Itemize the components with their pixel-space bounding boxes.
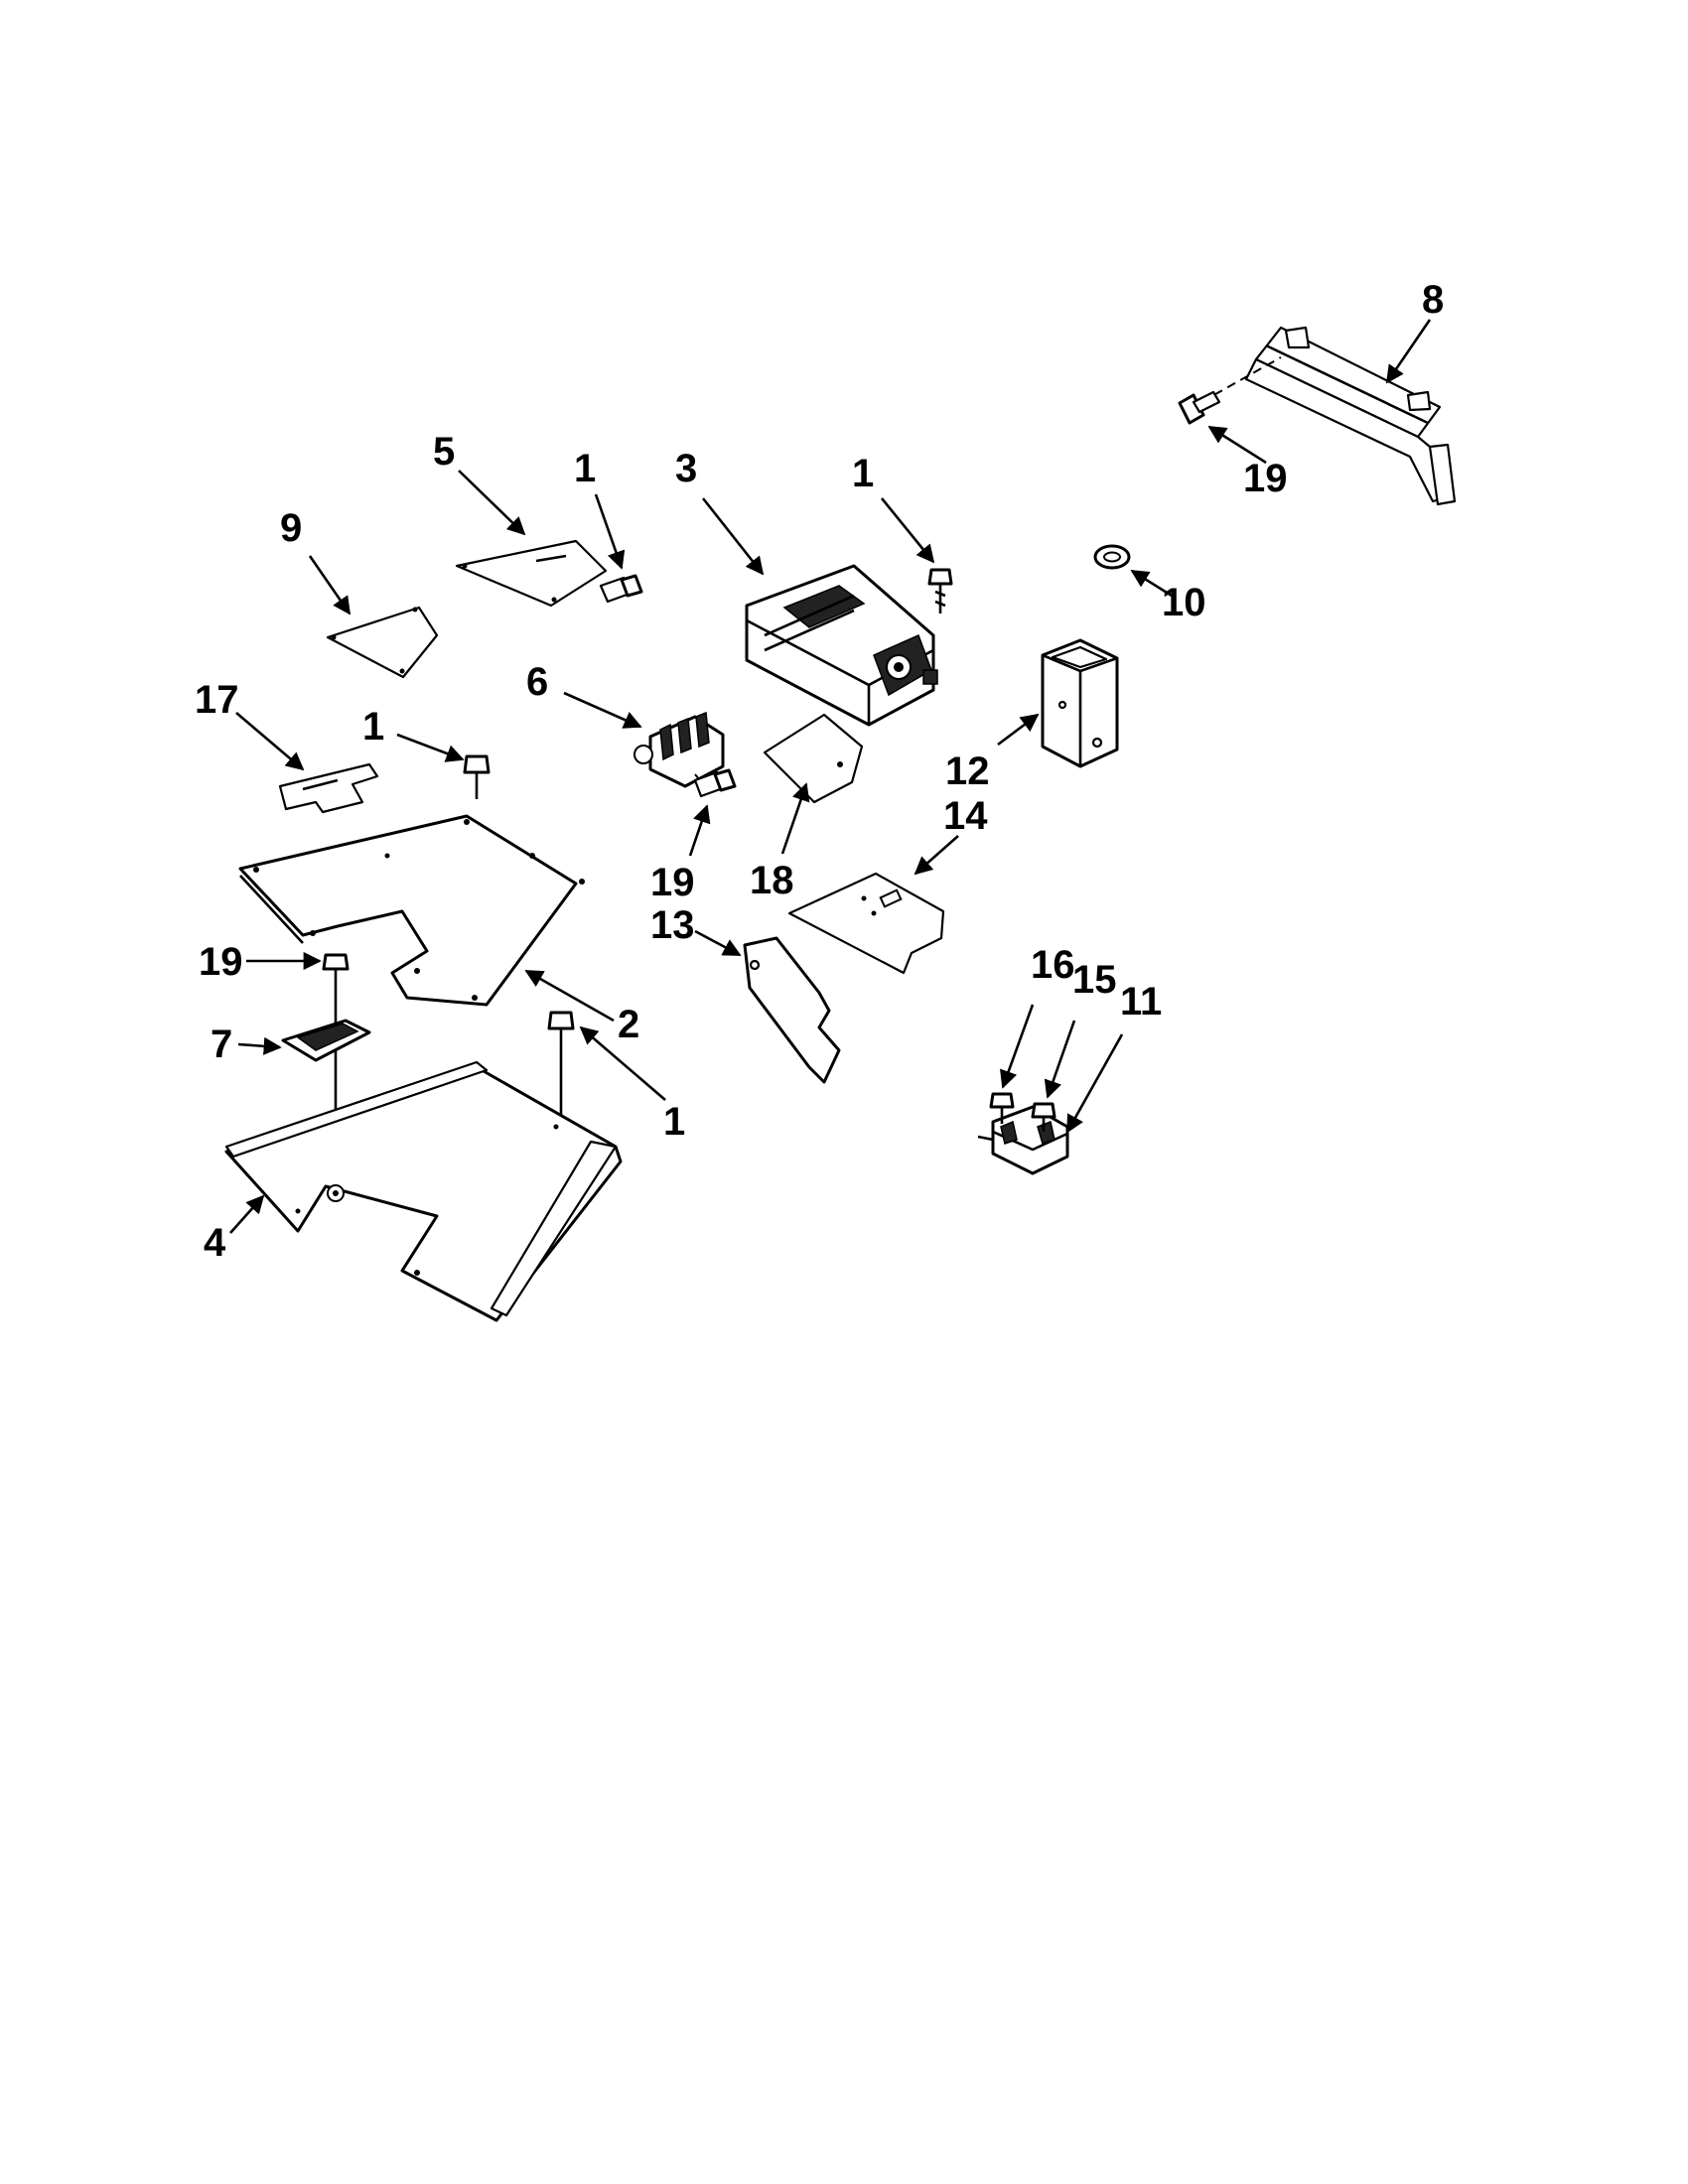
part-1-screw-top-center: [927, 568, 953, 614]
arrow-19-center: [688, 804, 711, 857]
arrow-9: [308, 555, 352, 615]
arrow-19-top-right: [1207, 425, 1267, 465]
callout-19-top-right: 19: [1243, 457, 1288, 500]
part-19-screw-top-right: [1178, 390, 1221, 425]
callout-6: 6: [526, 660, 548, 704]
arrow-3: [701, 497, 765, 576]
arrow-1-left: [396, 733, 465, 762]
arrow-10: [1130, 569, 1173, 598]
part-11-terminal-block: [977, 1105, 1069, 1175]
callout-9: 9: [280, 506, 302, 550]
arrow-1-top-left: [594, 493, 626, 570]
part-12-junction-box: [1041, 638, 1119, 768]
part-19-screw-center: [693, 768, 737, 798]
callout-17: 17: [195, 678, 239, 722]
callout-16: 16: [1031, 943, 1075, 987]
callout-2: 2: [618, 1003, 639, 1046]
callout-13: 13: [650, 903, 695, 947]
arrow-1-top-center: [880, 497, 935, 564]
part-18-plate: [763, 713, 864, 804]
part-19-screw-left: [322, 953, 350, 991]
callout-8: 8: [1422, 278, 1444, 322]
arrow-14: [914, 835, 959, 876]
part-1-screw-lower: [547, 1011, 575, 1052]
part-5-plate: [455, 539, 608, 608]
part-9-plate: [326, 606, 439, 679]
part-7-bracket: [281, 1019, 371, 1062]
callout-1-lower: 1: [663, 1100, 685, 1144]
part-14-plate: [787, 872, 945, 975]
callout-15: 15: [1072, 958, 1117, 1002]
callout-18: 18: [750, 859, 794, 902]
part-1-screw-left: [463, 754, 491, 799]
part-4-base-pan: [224, 1060, 623, 1322]
arrow-5: [458, 470, 526, 536]
callout-1-left: 1: [362, 705, 384, 749]
arrow-17: [235, 712, 305, 771]
part-13-plate: [743, 936, 841, 1084]
callout-labels: 8 19 5 1 3 1 9 10 6 17 1 12 14 19 18 13 …: [195, 278, 1444, 1265]
callout-19-left: 19: [199, 940, 243, 984]
arrow-4: [229, 1194, 265, 1234]
arrow-12: [997, 713, 1040, 747]
arrow-15: [1044, 1020, 1076, 1099]
arrow-7: [237, 1036, 282, 1055]
callout-1-top-center: 1: [852, 452, 874, 495]
callout-4: 4: [204, 1221, 226, 1265]
arrow-1-lower: [579, 1025, 666, 1101]
part-10-grommet: [1093, 544, 1131, 570]
part-17-plate: [278, 762, 379, 814]
arrow-6: [563, 691, 642, 729]
part-15-screw: [1031, 1102, 1056, 1132]
arrow-2: [524, 969, 615, 1023]
arrow-18: [780, 782, 810, 855]
part-3-control-module: [745, 564, 938, 727]
callout-14: 14: [943, 794, 988, 838]
callout-19-center: 19: [650, 861, 695, 904]
arrow-13: [694, 929, 742, 957]
part-2-large-plate: [238, 814, 585, 1007]
callout-3: 3: [675, 447, 697, 490]
callout-11: 11: [1120, 980, 1162, 1024]
callout-7: 7: [211, 1023, 232, 1066]
part-6-terminal-block: [633, 711, 725, 788]
part-16-screw: [989, 1092, 1015, 1124]
arrow-16: [1000, 1004, 1035, 1089]
callout-5: 5: [433, 430, 455, 474]
callout-12: 12: [945, 750, 990, 793]
arrow-11: [1065, 1033, 1124, 1134]
part-1-screw-top-left: [599, 574, 643, 604]
callout-1-top-left: 1: [574, 447, 596, 490]
arrow-8: [1385, 319, 1432, 384]
callout-10: 10: [1162, 581, 1206, 624]
